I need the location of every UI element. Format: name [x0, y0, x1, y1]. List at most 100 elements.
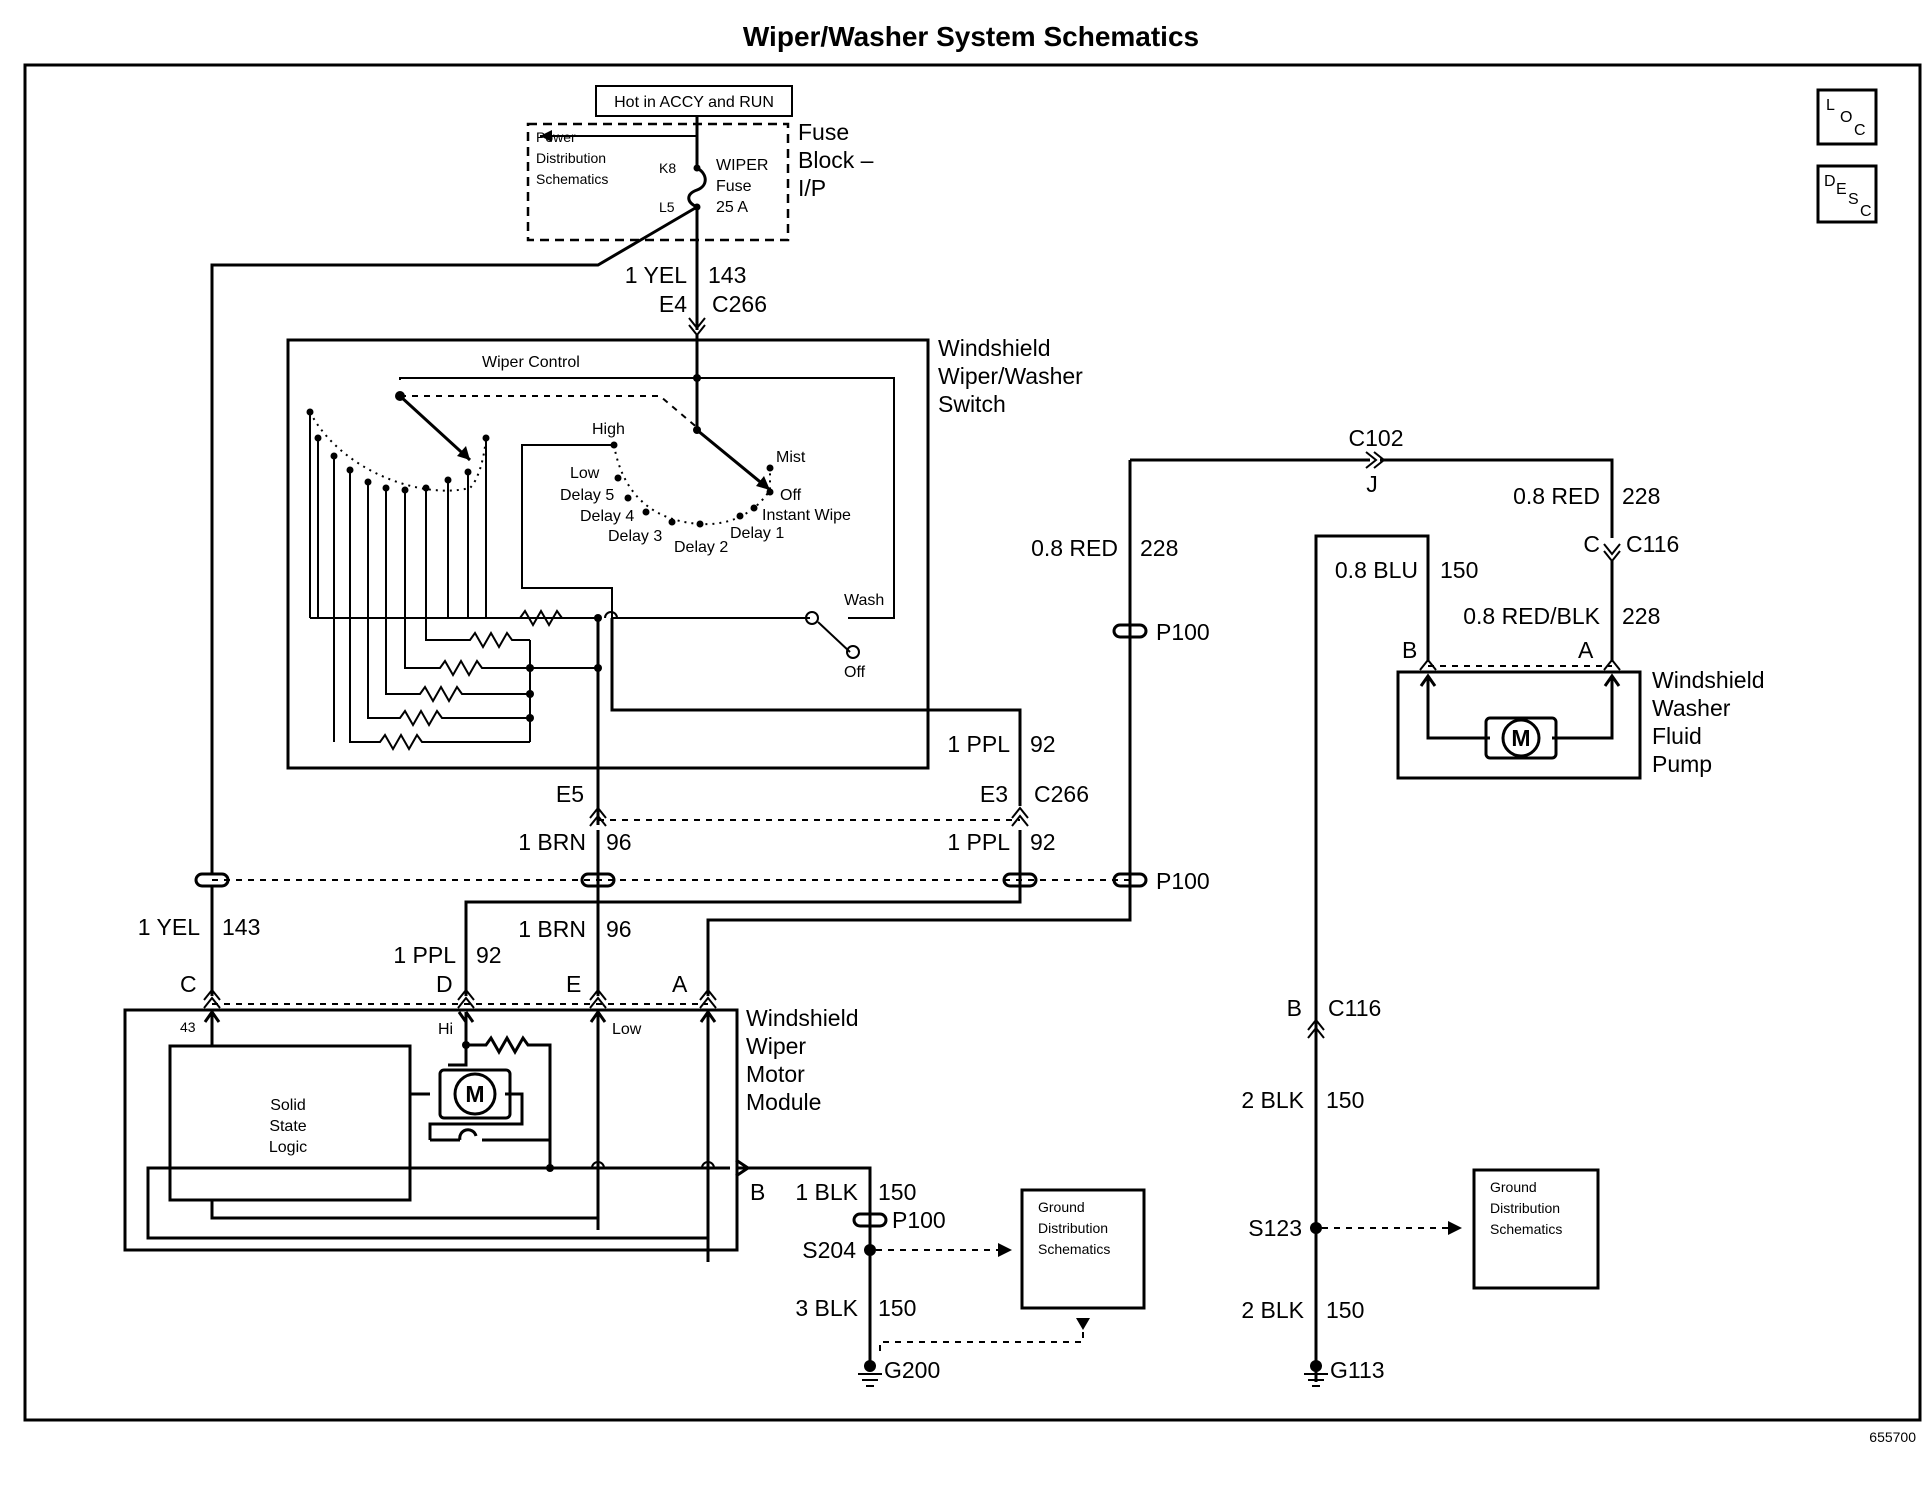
- wire-yel-143-bot-label: 1 YEL: [138, 914, 200, 940]
- module-a-wire: [699, 1009, 717, 1262]
- svg-text:P100: P100: [1156, 619, 1210, 645]
- hot-in-accy-run-box: Hot in ACCY and RUN: [595, 85, 793, 117]
- wire-red-228-top: [1130, 458, 1614, 538]
- p100-mid-inline: P100: [194, 868, 1210, 894]
- svg-text:Delay 2: Delay 2: [674, 539, 728, 556]
- connector-c116-bot-symbol: [1307, 1018, 1325, 1039]
- connector-c266-mid-label: C266: [1034, 781, 1089, 807]
- motor-module-housing: [123, 1008, 739, 1252]
- wire-blk2b-label: 2 BLK: [1241, 1297, 1304, 1323]
- svg-text:Motor: Motor: [746, 1061, 805, 1087]
- svg-text:Instant Wipe: Instant Wipe: [762, 507, 851, 524]
- connector-e4-label: E4: [659, 291, 687, 317]
- switch-position-labels: High Low Delay 5 Delay 4 Delay 3 Delay 2…: [560, 421, 851, 556]
- svg-text:Schematics: Schematics: [536, 171, 608, 187]
- ground-ref-left-return: [879, 1320, 1084, 1356]
- svg-text:Wash: Wash: [844, 592, 884, 609]
- svg-text:Fluid: Fluid: [1652, 723, 1702, 749]
- connector-c266-top-label: C266: [712, 291, 767, 317]
- pump-motor: M: [1419, 673, 1621, 760]
- svg-text:Off: Off: [844, 664, 866, 681]
- svg-text:Distribution: Distribution: [1038, 1220, 1108, 1236]
- svg-text:Module: Module: [746, 1089, 821, 1115]
- wire-blu-150: [1314, 534, 1430, 1382]
- splice-s123: [1310, 1222, 1322, 1234]
- wiper-control-link: [400, 395, 701, 431]
- svg-text:Schematics: Schematics: [1490, 1221, 1562, 1237]
- wire-red-right-label: 0.8 RED: [1513, 483, 1600, 509]
- wire-ppl-92a-label: 1 PPL: [947, 731, 1010, 757]
- svg-text:E: E: [1836, 181, 1847, 198]
- wire-yel-143-top-num: 143: [708, 262, 746, 288]
- module-low-label: Low: [612, 1021, 642, 1038]
- wire-blu-label: 0.8 BLU: [1335, 557, 1418, 583]
- svg-text:25 A: 25 A: [716, 199, 748, 216]
- svg-text:Logic: Logic: [269, 1139, 307, 1156]
- svg-text:Wiper: Wiper: [746, 1033, 806, 1059]
- wire-yel-143-top-label: 1 YEL: [625, 262, 687, 288]
- resistor-ladder: [310, 608, 600, 752]
- wire-brn-96b-label: 1 BRN: [518, 916, 586, 942]
- power-distribution-ref: Power Distribution Schematics: [536, 129, 697, 187]
- wash-switch: Wash Off: [612, 592, 884, 681]
- module-internal-ground: [146, 1166, 730, 1240]
- p100-top-inline: P100: [1112, 619, 1210, 645]
- wire-brn-96a-label: 1 BRN: [518, 829, 586, 855]
- ground-distribution-ref-left[interactable]: Ground Distribution Schematics: [1020, 1188, 1146, 1310]
- connector-e3-label: E3: [980, 781, 1008, 807]
- svg-text:Washer: Washer: [1652, 695, 1731, 721]
- svg-text:High: High: [592, 421, 625, 438]
- svg-text:Distribution: Distribution: [536, 150, 606, 166]
- ground-distribution-ref-right[interactable]: Ground Distribution Schematics: [1472, 1168, 1600, 1290]
- svg-text:Windshield: Windshield: [1652, 667, 1765, 693]
- wire-red-left-num: 228: [1140, 535, 1178, 561]
- wire-blk1-label: 1 BLK: [795, 1179, 858, 1205]
- figure-number: 655700: [1869, 1429, 1916, 1445]
- svg-text:G113: G113: [1330, 1357, 1385, 1383]
- connector-c116-b-label: B: [1287, 995, 1302, 1021]
- pin-a-label: A: [672, 971, 688, 997]
- desc-icon[interactable]: D E S C: [1816, 164, 1878, 224]
- connector-e5-label: E5: [556, 781, 584, 807]
- svg-text:I/P: I/P: [798, 175, 826, 201]
- wire-ppl-92c-label: 1 PPL: [393, 942, 456, 968]
- svg-text:Ground: Ground: [1490, 1179, 1537, 1195]
- rotary-contacts: [309, 412, 487, 618]
- p100-bottom-inline: P100: [852, 1207, 946, 1233]
- svg-text:L: L: [1826, 97, 1835, 114]
- connector-c116-c-label: C: [1583, 531, 1600, 557]
- svg-text:Power: Power: [536, 129, 576, 145]
- wire-redblk-num: 228: [1622, 603, 1660, 629]
- wire-brn-96b-num: 96: [606, 916, 632, 942]
- wire-blk2a-label: 2 BLK: [1241, 1087, 1304, 1113]
- svg-text:L5: L5: [659, 199, 675, 215]
- switch-housing: [286, 338, 930, 770]
- connector-c102-label: C102: [1349, 425, 1404, 451]
- solid-state-logic-block: Solid State Logic: [168, 1044, 412, 1202]
- fuse-block-label: Fuse Block – I/P: [798, 119, 874, 201]
- switch-feed: [695, 335, 771, 492]
- svg-text:P100: P100: [1156, 868, 1210, 894]
- connector-c102-symbol: [1365, 451, 1386, 469]
- wire-ppl-92b-num: 92: [1030, 829, 1056, 855]
- wire-blk1-num: 150: [878, 1179, 916, 1205]
- connector-c116-top-symbol: [1603, 543, 1621, 563]
- svg-text:P100: P100: [892, 1207, 946, 1233]
- wiper-control-bar: [399, 377, 895, 619]
- wire-ppl-92c-num: 92: [476, 942, 502, 968]
- wire-yel-143-bot-num: 143: [222, 914, 260, 940]
- svg-text:Delay 3: Delay 3: [608, 528, 662, 545]
- park-switch: [430, 1128, 550, 1142]
- svg-text:Ground: Ground: [1038, 1199, 1085, 1215]
- loc-icon[interactable]: L O C: [1816, 88, 1878, 146]
- svg-text:Hot in ACCY and RUN: Hot in ACCY and RUN: [614, 94, 774, 111]
- wire-blk3-label: 3 BLK: [795, 1295, 858, 1321]
- wiper-motor: M: [410, 1045, 524, 1140]
- wire-redblk-label: 0.8 RED/BLK: [1463, 603, 1600, 629]
- wire-brn-96a-num: 96: [606, 829, 632, 855]
- svg-text:M: M: [465, 1081, 484, 1107]
- svg-text:Block –: Block –: [798, 147, 874, 173]
- splice-s123-label: S123: [1248, 1215, 1302, 1241]
- wire-yel-143: [210, 205, 698, 875]
